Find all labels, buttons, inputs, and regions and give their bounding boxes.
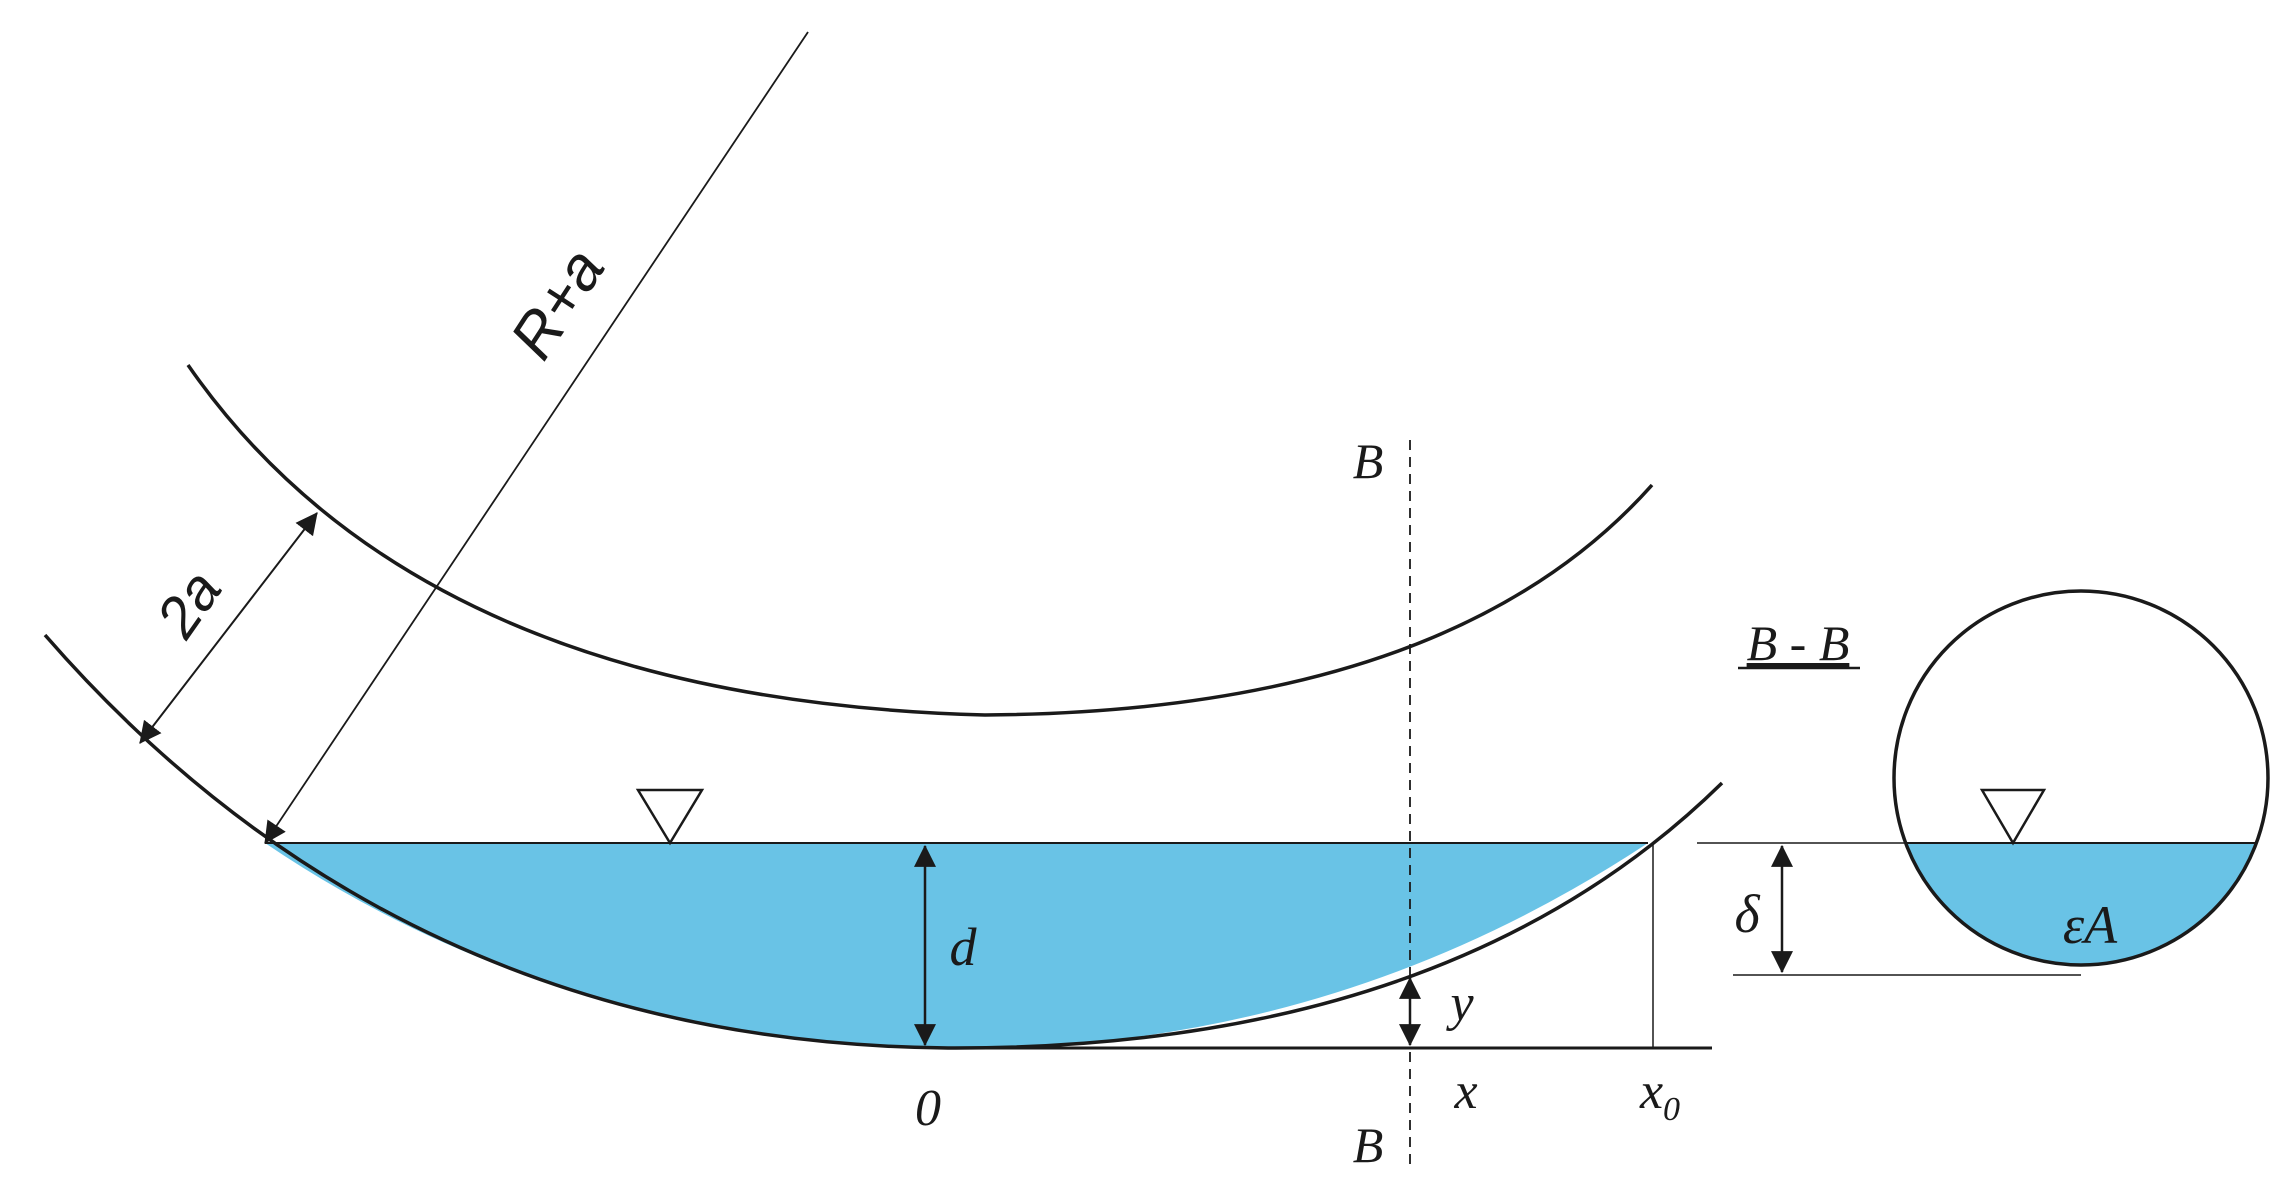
section-title: B - B — [1747, 615, 1850, 671]
width-dimension — [139, 512, 318, 744]
section-bottom-label: B — [1353, 1117, 1384, 1173]
origin-label: 0 — [915, 1080, 941, 1137]
delta-label: δ — [1734, 884, 1760, 944]
section-top-label: B — [1353, 433, 1384, 489]
tube-outer-wall — [43, 633, 1724, 1050]
area-label: εA — [2063, 895, 2118, 955]
x0-label: x0 — [1639, 1063, 1680, 1128]
section-water-level-marker-icon — [1979, 788, 2047, 846]
water-level-marker-icon — [635, 788, 705, 846]
tube-inner-wall — [186, 364, 1654, 717]
radius-label: R+a — [497, 237, 618, 371]
y-label: y — [1445, 975, 1474, 1032]
section-circle — [1892, 589, 2270, 967]
width-label: 2a — [143, 559, 234, 650]
section-water-region — [1906, 843, 2257, 966]
depth-label: d — [950, 917, 978, 977]
x-label: x — [1453, 1063, 1477, 1120]
radius-line — [264, 31, 809, 844]
water-region — [265, 843, 1648, 1049]
